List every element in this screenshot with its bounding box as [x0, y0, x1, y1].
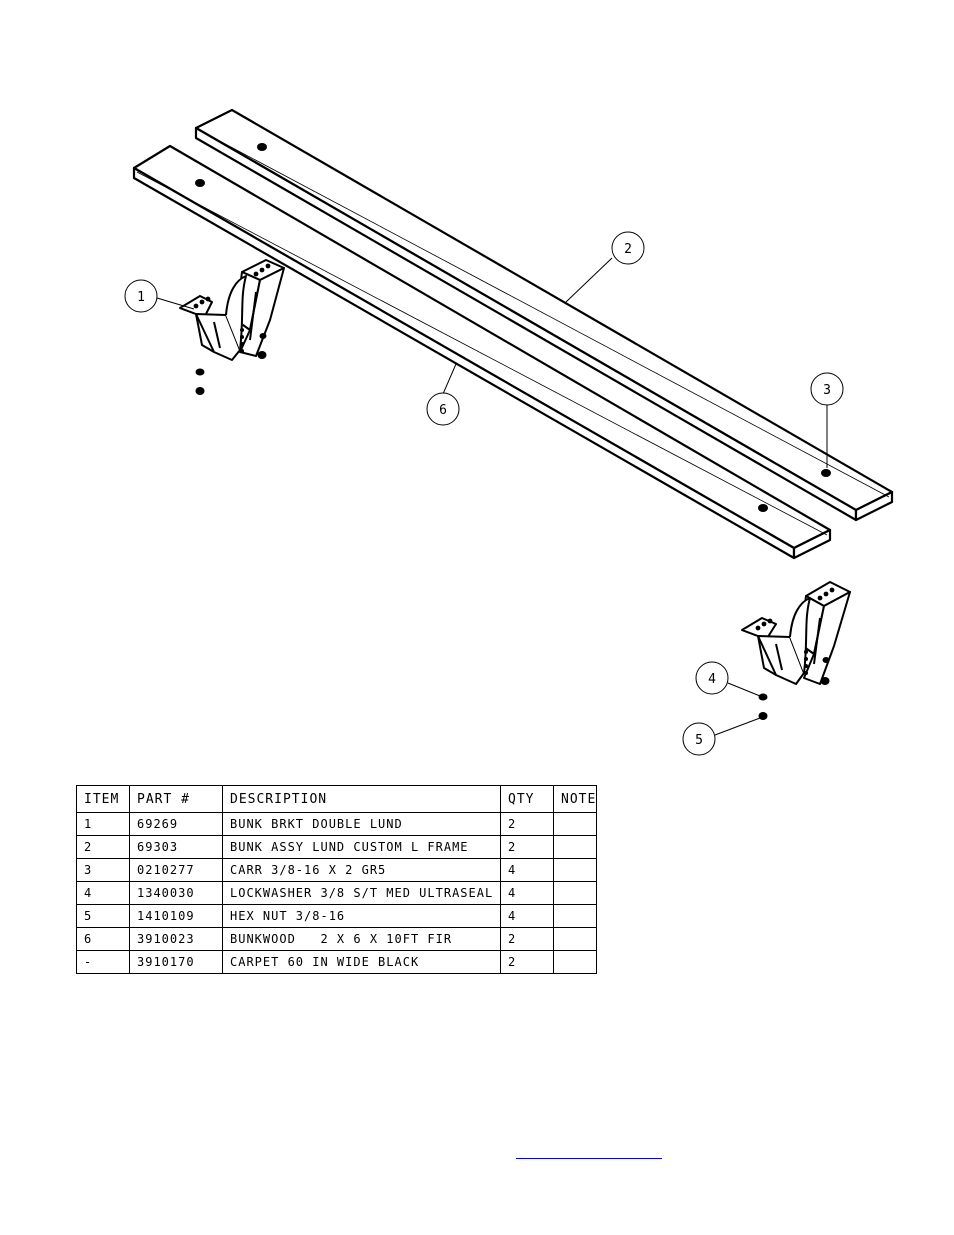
exploded-assembly-drawing: 1 2 3 6 4 5: [124, 108, 894, 756]
balloon-1: 1: [124, 279, 158, 313]
bom-part: 69303: [129, 835, 223, 859]
table-row: 2 69303 BUNK ASSY LUND CUSTOM L FRAME 2: [76, 835, 598, 859]
svg-text:4: 4: [708, 672, 716, 687]
bunk-bracket-right: [741, 581, 851, 685]
svg-text:3: 3: [823, 383, 831, 398]
bom-header-row: ITEM PART # DESCRIPTION QTY NOTE: [76, 785, 598, 813]
bom-note: [552, 904, 598, 928]
bom-part: 1410109: [129, 904, 223, 928]
bom-header-description: DESCRIPTION: [222, 785, 501, 813]
bom-item: 4: [76, 881, 130, 905]
bunk-board-front: [132, 144, 832, 560]
bom-qty: 4: [500, 881, 554, 905]
bom-note: [552, 927, 598, 951]
bom-item: -: [76, 950, 130, 974]
table-row: 4 1340030 LOCKWASHER 3/8 S/T MED ULTRASE…: [76, 881, 598, 905]
bill-of-materials-table: ITEM PART # DESCRIPTION QTY NOTE 1 69269…: [76, 785, 598, 974]
bom-qty: 2: [500, 835, 554, 859]
bom-qty: 2: [500, 812, 554, 836]
bom-note: [552, 812, 598, 836]
bom-part: 3910023: [129, 927, 223, 951]
bom-qty: 2: [500, 927, 554, 951]
bom-part: 0210277: [129, 858, 223, 882]
bom-description: BUNK ASSY LUND CUSTOM L FRAME: [222, 835, 501, 859]
balloon-2: 2: [611, 231, 645, 265]
bom-note: [552, 881, 598, 905]
bom-description: LOCKWASHER 3/8 S/T MED ULTRASEAL: [222, 881, 501, 905]
bom-description: CARR 3/8-16 X 2 GR5: [222, 858, 501, 882]
bom-header-part: PART #: [129, 785, 223, 813]
balloon-6: 6: [426, 392, 460, 426]
bom-part: 69269: [129, 812, 223, 836]
svg-text:5: 5: [695, 733, 703, 748]
bunk-bracket-left: [179, 259, 285, 361]
bom-note: [552, 950, 598, 974]
bom-qty: 4: [500, 904, 554, 928]
footer-link-underline[interactable]: [516, 1158, 662, 1159]
table-row: - 3910170 CARPET 60 IN WIDE BLACK 2: [76, 950, 598, 974]
table-row: 1 69269 BUNK BRKT DOUBLE LUND 2: [76, 812, 598, 836]
bom-note: [552, 858, 598, 882]
bom-qty: 4: [500, 858, 554, 882]
bom-item: 5: [76, 904, 130, 928]
svg-text:1: 1: [137, 290, 145, 305]
bom-item: 1: [76, 812, 130, 836]
bom-header-qty: QTY: [500, 785, 554, 813]
bunk-board-back: [194, 108, 894, 522]
bom-description: BUNKWOOD 2 X 6 X 10FT FIR: [222, 927, 501, 951]
bom-part: 3910170: [129, 950, 223, 974]
bom-description: HEX NUT 3/8-16: [222, 904, 501, 928]
bom-item: 3: [76, 858, 130, 882]
balloon-4: 4: [695, 661, 729, 695]
bom-qty: 2: [500, 950, 554, 974]
leader-lines: [156, 257, 828, 736]
balloon-3: 3: [810, 372, 844, 406]
balloon-5: 5: [682, 722, 716, 756]
table-row: 3 0210277 CARR 3/8-16 X 2 GR5 4: [76, 858, 598, 882]
bom-part: 1340030: [129, 881, 223, 905]
board-holes: [195, 143, 831, 512]
bom-note: [552, 835, 598, 859]
bom-header-note: NOTE: [552, 785, 598, 813]
bracket-right-holes: [755, 587, 835, 720]
bom-description: CARPET 60 IN WIDE BLACK: [222, 950, 501, 974]
svg-text:2: 2: [624, 242, 632, 257]
bracket-left-holes: [193, 263, 271, 395]
table-row: 6 3910023 BUNKWOOD 2 X 6 X 10FT FIR 2: [76, 927, 598, 951]
bom-header-item: ITEM: [76, 785, 130, 813]
bom-item: 6: [76, 927, 130, 951]
table-row: 5 1410109 HEX NUT 3/8-16 4: [76, 904, 598, 928]
svg-text:6: 6: [439, 403, 447, 418]
bom-description: BUNK BRKT DOUBLE LUND: [222, 812, 501, 836]
bom-item: 2: [76, 835, 130, 859]
